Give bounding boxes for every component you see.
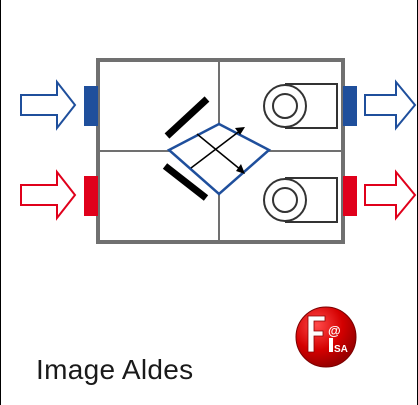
supply-air-port	[343, 176, 357, 216]
bypass-damper-icon	[164, 96, 210, 139]
supply-air-out-arrow-icon	[364, 169, 417, 221]
fan-icon	[263, 83, 338, 129]
outdoor-air-in-arrow-icon	[20, 169, 77, 221]
bypass-damper-icon	[162, 163, 209, 201]
fan-icon	[263, 177, 338, 223]
image-caption: Image Aldes	[36, 354, 194, 385]
svg-text:SA: SA	[334, 344, 348, 355]
fisa-logo-icon: @ SA	[295, 306, 357, 368]
extract-air-port	[84, 86, 98, 126]
outdoor-air-port	[84, 176, 98, 216]
heat-exchanger-icon	[166, 122, 272, 196]
svg-text:@: @	[328, 323, 341, 338]
extract-air-in-arrow-icon	[20, 79, 77, 131]
exhaust-air-port	[343, 86, 357, 126]
exhaust-air-out-arrow-icon	[364, 79, 417, 131]
